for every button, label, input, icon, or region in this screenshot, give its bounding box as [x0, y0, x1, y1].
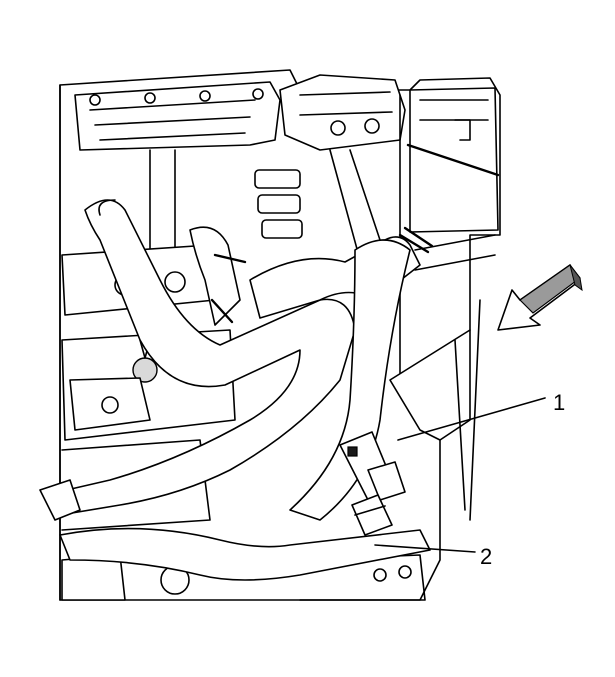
heater-hoses [39, 199, 434, 581]
callout-1-leader [397, 397, 546, 441]
callout-2: 2 [480, 544, 493, 569]
callout-1: 1 [553, 390, 566, 415]
callout-2-leader [374, 544, 476, 553]
electrical-connector [339, 431, 406, 536]
block-arrow-icon [497, 264, 583, 331]
leader-lines [374, 397, 546, 553]
